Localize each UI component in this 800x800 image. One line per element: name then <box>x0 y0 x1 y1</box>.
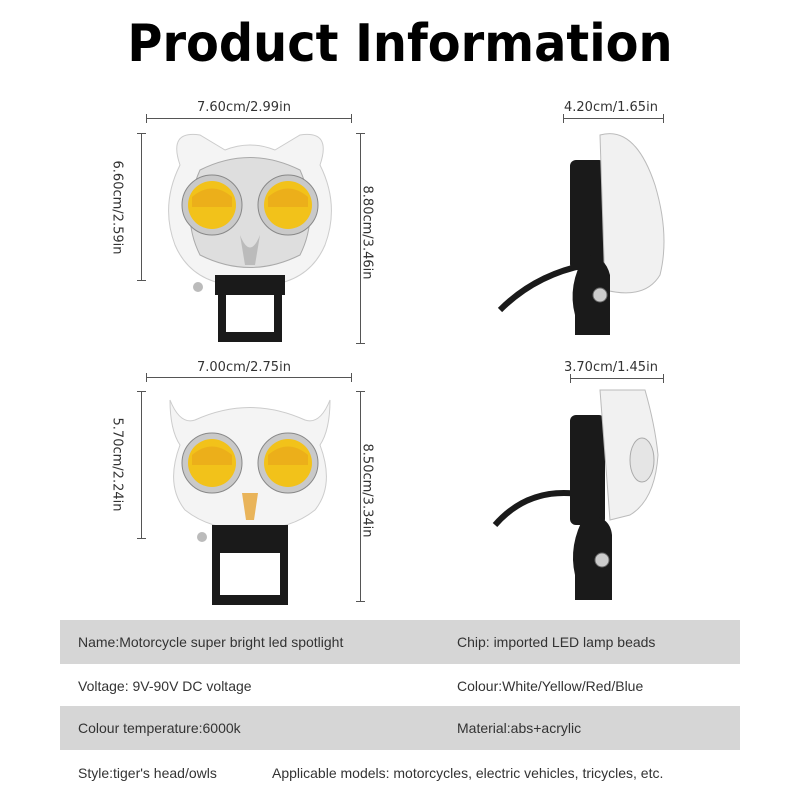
tiger-depth-dimension-line <box>563 114 664 123</box>
spec-colour: Colour:White/Yellow/Red/Blue <box>457 678 644 694</box>
tiger-lamp-image <box>168 133 332 342</box>
owl-side-lamp-image <box>492 389 659 600</box>
owl-depth-dimension-line <box>570 374 664 383</box>
owl-lamp-image <box>169 399 331 605</box>
tiger-depth-label: 4.20cm/1.65in <box>564 100 658 115</box>
spec-voltage: Voltage: 9V-90V DC voltage <box>78 678 252 694</box>
tiger-width-dimension-line <box>146 114 352 123</box>
spec-chip: Chip: imported LED lamp beads <box>457 634 656 650</box>
tiger-total-height-dimension-line <box>356 133 365 344</box>
spec-row: Voltage: 9V-90V DC voltage Colour:White/… <box>60 664 740 708</box>
spec-name: Name:Motorcycle super bright led spotlig… <box>78 634 344 650</box>
tiger-side-lamp-image <box>497 133 665 335</box>
tiger-head-height-label: 6.60cm/2.59in <box>109 160 125 255</box>
owl-head-height-label: 5.70cm/2.24in <box>109 417 125 512</box>
tiger-total-height-label: 8.80cm/3.46in <box>359 185 375 280</box>
owl-depth-label: 3.70cm/1.45in <box>564 360 658 375</box>
owl-head-height-dimension-line <box>137 391 146 539</box>
spec-row: Colour temperature:6000k Material:abs+ac… <box>60 706 740 750</box>
spec-style: Style:tiger's head/owls <box>78 765 217 781</box>
owl-width-dimension-line <box>146 373 352 382</box>
spec-applicable-models: Applicable models: motorcycles, electric… <box>272 765 664 781</box>
owl-total-height-label: 8.50cm/3.34in <box>359 443 375 538</box>
tiger-width-label: 7.60cm/2.99in <box>197 100 291 115</box>
tiger-head-height-dimension-line <box>137 133 146 281</box>
spec-row: Name:Motorcycle super bright led spotlig… <box>60 620 740 664</box>
owl-width-label: 7.00cm/2.75in <box>197 360 291 375</box>
spec-material: Material:abs+acrylic <box>457 720 582 736</box>
page-title: Product Information <box>127 14 673 74</box>
spec-row: Style:tiger's head/owls Applicable model… <box>60 751 740 795</box>
owl-total-height-dimension-line <box>356 391 365 602</box>
spec-colour-temperature: Colour temperature:6000k <box>78 720 241 736</box>
